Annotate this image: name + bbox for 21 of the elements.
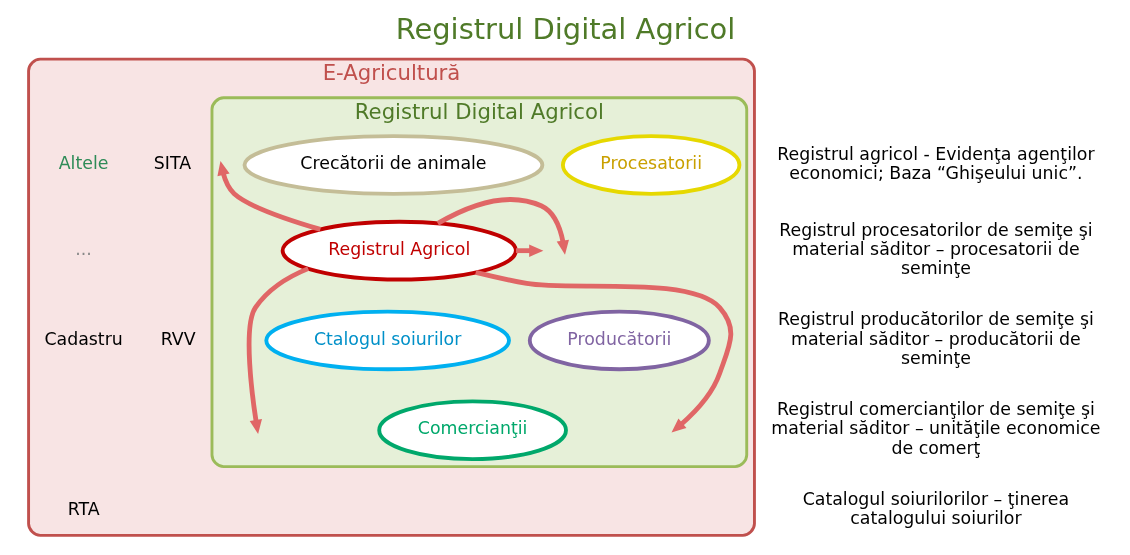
node-ellipse: Ctalogul soiurilor <box>263 309 511 372</box>
node-text: Cadastru <box>43 328 123 349</box>
label: Registrul agricol - Evidenţa agenţilor economici; Baza “Ghişeului unic”. <box>776 143 1095 183</box>
label: Registrul comercianţilor de semiţe şi material săditor – unităţile economice de comerţ <box>770 399 1100 458</box>
node-ellipse: Registrul Agricol <box>280 219 518 282</box>
node-ellipse: Procesatorii <box>560 134 741 196</box>
node-text: RTA <box>67 498 100 519</box>
node-text: SITA <box>153 153 191 174</box>
label: Catalogul soiurilorilor – ţinerea catalogului soiurilor <box>802 488 1069 529</box>
arrow <box>216 160 321 232</box>
label: ... <box>74 238 92 259</box>
node-ellipse: Comercianţii <box>376 399 568 461</box>
label: Altele <box>58 153 108 174</box>
label: Registrul producătorilor de semiţe şi material săditor – producătorii de seminţe <box>777 309 1094 368</box>
arrow <box>474 270 733 433</box>
label: Registrul procesatorilor de semiţe şi material săditor – procesatorii de seminţe <box>778 219 1093 279</box>
diagram-title: Registrul Digital Agricol <box>395 11 735 46</box>
node-text: RVV <box>160 328 196 349</box>
arrow <box>246 266 309 435</box>
node-ellipse: Crecătorii de animale <box>242 134 544 196</box>
node-ellipse: Producătorii <box>527 309 711 372</box>
